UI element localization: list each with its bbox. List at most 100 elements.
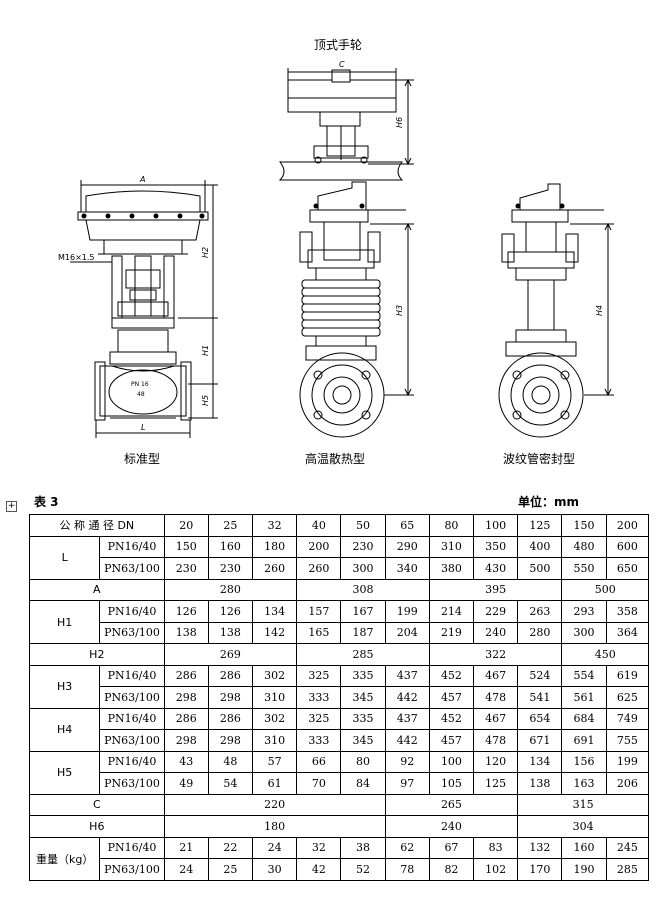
table-cell: 302 bbox=[252, 664, 298, 687]
dn-value: 150 bbox=[561, 514, 607, 537]
dim-label-h2: H2 bbox=[201, 247, 210, 258]
table-cell: 138 bbox=[517, 772, 563, 795]
table-cell: 310 bbox=[252, 686, 298, 709]
table-cell: 49 bbox=[163, 772, 209, 795]
expand-table-button[interactable]: + bbox=[6, 501, 17, 512]
pn-label: PN63/100 bbox=[99, 729, 165, 752]
table-cell: 302 bbox=[252, 707, 298, 730]
table-cell: 219 bbox=[428, 621, 475, 644]
table-cell: 335 bbox=[340, 664, 386, 687]
table-cell: 204 bbox=[384, 621, 430, 644]
table-cell: 350 bbox=[473, 535, 519, 558]
pn-label: PN16/40 bbox=[99, 750, 165, 773]
table-cell: 467 bbox=[473, 664, 519, 687]
table-cell: 298 bbox=[163, 729, 209, 752]
table-cell: 138 bbox=[207, 621, 254, 644]
dn-value: 200 bbox=[605, 514, 650, 537]
table-cell: 333 bbox=[296, 729, 342, 752]
table-cell: 167 bbox=[340, 600, 386, 623]
param-label-h3: H3 bbox=[28, 664, 101, 709]
table-cell: 125 bbox=[473, 772, 519, 795]
table-cell: 138 bbox=[163, 621, 209, 644]
table-cell: 190 bbox=[561, 858, 607, 881]
table-cell: 561 bbox=[561, 686, 607, 709]
pn-label: PN63/100 bbox=[99, 557, 165, 580]
bellows-type-drawing bbox=[498, 183, 614, 438]
table-cell: 82 bbox=[428, 858, 475, 881]
group-value: 220 bbox=[163, 793, 386, 816]
dn-value: 100 bbox=[473, 514, 519, 537]
table-cell: 206 bbox=[605, 772, 650, 795]
pn-mark: PN 16 bbox=[131, 381, 149, 388]
group-value: 240 bbox=[384, 815, 519, 838]
table-cell: 24 bbox=[163, 858, 209, 881]
table-cell: 66 bbox=[296, 750, 342, 773]
table-cell: 478 bbox=[473, 729, 519, 752]
table-cell: 442 bbox=[384, 729, 430, 752]
pn-label: PN63/100 bbox=[99, 858, 165, 881]
dim-label-a: A bbox=[139, 175, 145, 184]
table-cell: 541 bbox=[517, 686, 563, 709]
table-cell: 260 bbox=[252, 557, 298, 580]
caption-bellows-type: 波纹管密封型 bbox=[503, 452, 576, 466]
table-cell: 755 bbox=[605, 729, 650, 752]
table-cell: 286 bbox=[163, 707, 209, 730]
table-cell: 62 bbox=[384, 836, 430, 859]
dim-label-h3: H3 bbox=[395, 305, 404, 316]
valve-drawings: C H6 A H2 H1 H5 L H3 H4 M16×1.5 PN 16 48 bbox=[58, 60, 614, 438]
group-value: 280 bbox=[163, 578, 298, 601]
table-cell: 24 bbox=[252, 836, 298, 859]
table-cell: 22 bbox=[207, 836, 254, 859]
table-unit: 单位：mm bbox=[518, 495, 580, 509]
table-cell: 61 bbox=[252, 772, 298, 795]
dn-value: 80 bbox=[428, 514, 475, 537]
dim-label-c: C bbox=[339, 60, 345, 69]
dim-label-h1: H1 bbox=[201, 345, 210, 356]
table-cell: 400 bbox=[517, 535, 563, 558]
dim-label-l: L bbox=[141, 423, 145, 432]
table-cell: 260 bbox=[296, 557, 342, 580]
table-cell: 70 bbox=[296, 772, 342, 795]
table-cell: 25 bbox=[207, 858, 254, 881]
table-cell: 691 bbox=[561, 729, 607, 752]
table-cell: 52 bbox=[340, 858, 386, 881]
table-cell: 310 bbox=[252, 729, 298, 752]
caption-top-handwheel: 顶式手轮 bbox=[314, 38, 363, 52]
table-cell: 286 bbox=[207, 707, 254, 730]
table-cell: 38 bbox=[340, 836, 386, 859]
group-value: 395 bbox=[428, 578, 563, 601]
table-cell: 134 bbox=[517, 750, 563, 773]
table-cell: 245 bbox=[605, 836, 650, 859]
table-cell: 480 bbox=[561, 535, 607, 558]
pn-label: PN63/100 bbox=[99, 772, 165, 795]
table-cell: 300 bbox=[340, 557, 386, 580]
pn-label: PN16/40 bbox=[99, 664, 165, 687]
table-cell: 452 bbox=[428, 707, 475, 730]
table-cell: 230 bbox=[207, 557, 254, 580]
table-cell: 286 bbox=[207, 664, 254, 687]
group-value: 180 bbox=[163, 815, 386, 838]
table-cell: 333 bbox=[296, 686, 342, 709]
table-cell: 300 bbox=[561, 621, 607, 644]
table-cell: 156 bbox=[561, 750, 607, 773]
table-cell: 102 bbox=[473, 858, 519, 881]
table-cell: 32 bbox=[296, 836, 342, 859]
param-label-h2: H2 bbox=[29, 643, 165, 666]
table-cell: 263 bbox=[517, 600, 563, 623]
pn-label: PN16/40 bbox=[99, 836, 165, 859]
table-cell: 364 bbox=[605, 621, 650, 644]
caption-standard-type: 标准型 bbox=[124, 452, 161, 466]
dn-value: 20 bbox=[163, 514, 209, 537]
table-cell: 467 bbox=[473, 707, 519, 730]
table-cell: 293 bbox=[561, 600, 607, 623]
table-cell: 200 bbox=[296, 535, 342, 558]
